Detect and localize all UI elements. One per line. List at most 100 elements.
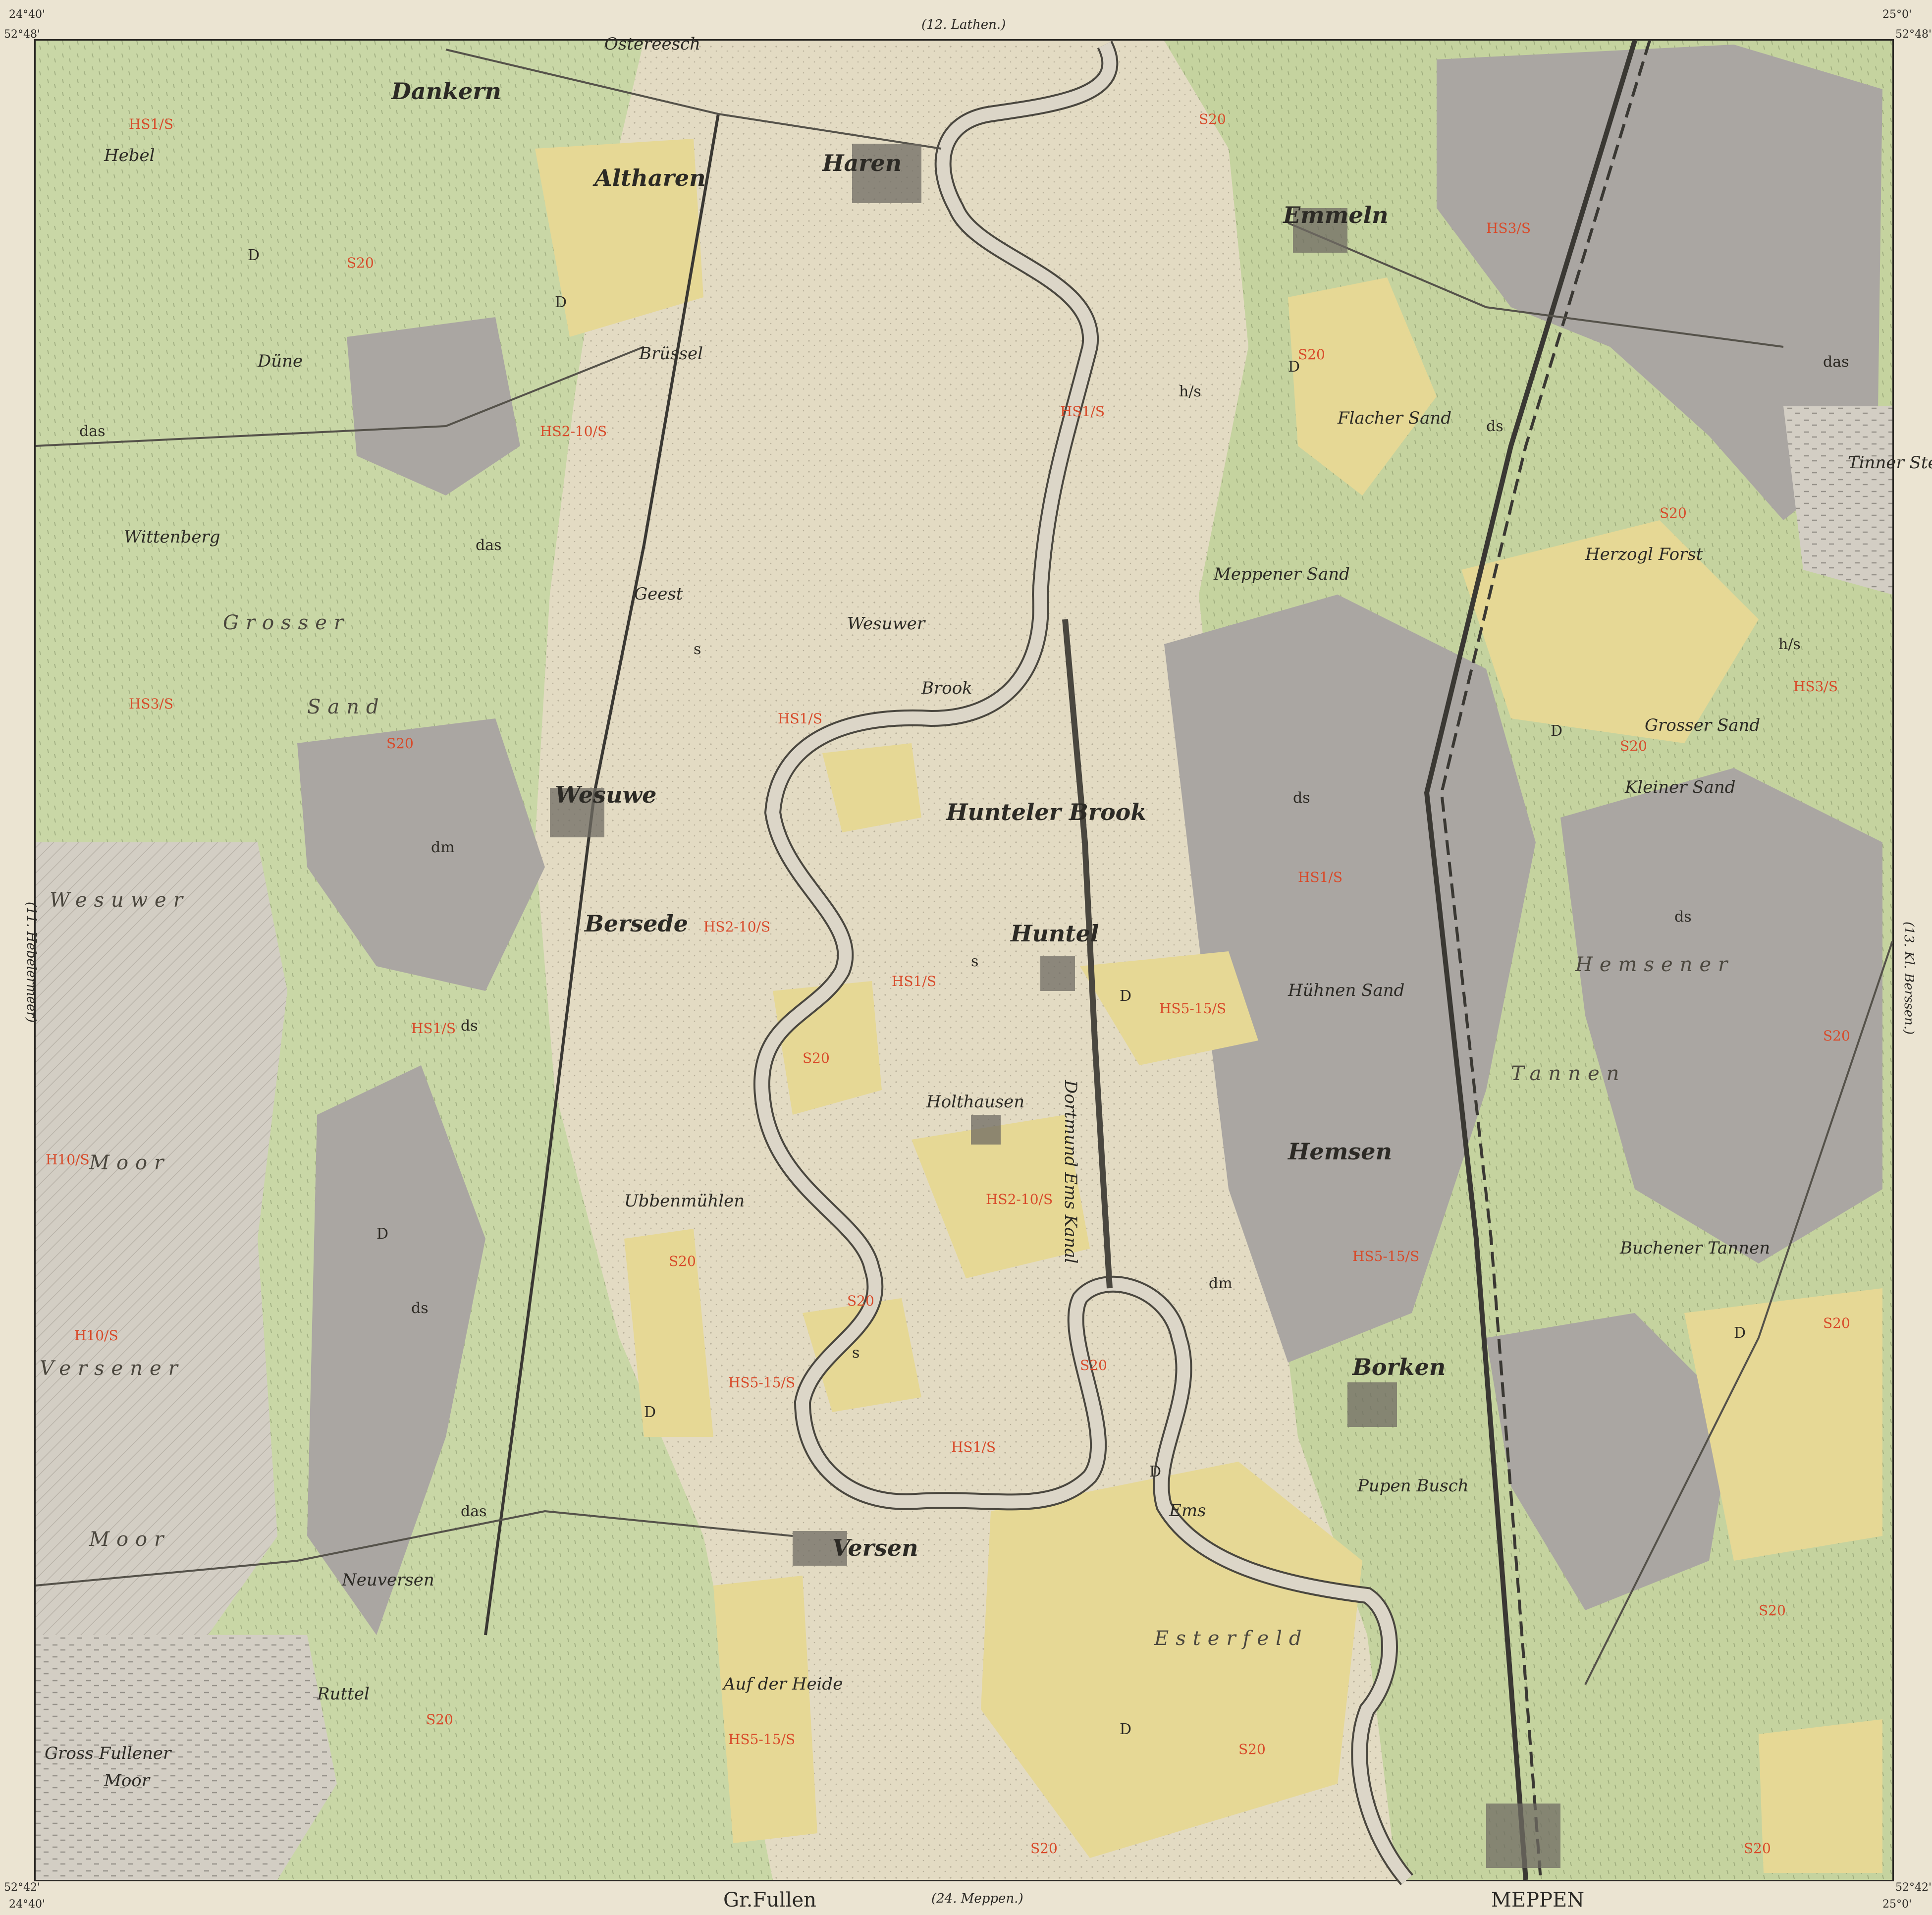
corner-tr-lon: 25°0' xyxy=(1882,8,1912,21)
label-brook: Brook xyxy=(921,678,972,698)
peat-area-se xyxy=(1486,1313,1734,1610)
dune-holthausen xyxy=(912,1115,1090,1278)
geo-red-s20-7: S20 xyxy=(669,1253,696,1269)
dune-brussel xyxy=(535,139,703,337)
geo-red-hs3-2: HS3/S xyxy=(129,696,173,712)
margin-left-neighbor: (11. Hebelermeer) xyxy=(24,902,39,1023)
dune-huehnen-sand xyxy=(1080,951,1258,1065)
label-wittenberg: Wittenberg xyxy=(124,527,220,547)
label-hebel: Hebel xyxy=(104,146,155,165)
dune-loop-2 xyxy=(803,1298,921,1412)
corner-tl-lat: 52°48' xyxy=(4,28,40,41)
corner-tr-lat: 52°48' xyxy=(1895,28,1932,41)
dune-loop-1 xyxy=(822,743,921,832)
railway-main xyxy=(1424,40,1637,1880)
label-wesuwe: Wesuwe xyxy=(555,781,656,808)
geo-code-dm-2: dm xyxy=(431,839,455,856)
label-gross-fullener-moor: Moor xyxy=(104,1771,151,1791)
geo-code-D-1: D xyxy=(248,247,260,264)
geo-code-das-2: das xyxy=(476,537,502,554)
geo-red-h10-2: H10/S xyxy=(74,1327,118,1344)
label-hemsener: Hemsener xyxy=(1575,953,1734,976)
label-wesuwer: Wesuwer xyxy=(847,614,926,634)
corner-tl-lon: 24°40' xyxy=(9,8,45,21)
margin-bottom-left-place: Gr.Fullen xyxy=(723,1889,816,1912)
geo-red-s20-14: S20 xyxy=(1030,1840,1058,1857)
label-flacher-sand: Flacher Sand xyxy=(1337,408,1451,428)
geo-red-hs3-1: HS3/S xyxy=(1793,678,1838,695)
settlement-borken xyxy=(1347,1382,1397,1427)
geo-red-hs5-1: HS5-15/S xyxy=(1159,1000,1226,1017)
geo-code-das-3: das xyxy=(79,423,106,440)
peat-area-sw xyxy=(307,1065,485,1635)
dune-grosser-sand-e xyxy=(1461,520,1759,743)
geo-code-D-3: D xyxy=(1288,358,1300,376)
label-altharen: Altharen xyxy=(592,164,706,191)
geo-code-ds-1: ds xyxy=(461,1017,478,1035)
corner-bl-lon: 24°40' xyxy=(9,1898,45,1911)
geo-red-hs1-5: HS1/S xyxy=(411,1020,456,1037)
label-tannen: Tannen xyxy=(1511,1062,1626,1085)
label-huehnen-sand: Hühnen Sand xyxy=(1288,981,1404,1000)
geo-red-s20-3: S20 xyxy=(1298,346,1325,363)
geo-code-D-7: D xyxy=(1120,1721,1131,1738)
label-bersede: Bersede xyxy=(584,910,688,937)
canal-dortmund-ems xyxy=(1062,619,1113,1289)
label-geest: Geest xyxy=(634,584,683,604)
label-canal: Dortmund Ems Kanal xyxy=(1061,1080,1080,1263)
geo-code-D-9: D xyxy=(376,1225,388,1243)
geo-code-s-2: s xyxy=(971,953,978,970)
label-sand-w: Sand xyxy=(307,696,386,718)
geo-red-hs2-3: HS2-10/S xyxy=(986,1191,1053,1207)
geo-code-das-1: das xyxy=(1823,353,1849,371)
label-herzogl-forst: Herzogl Forst xyxy=(1585,545,1703,564)
geo-code-D-6: D xyxy=(1149,1463,1161,1480)
geo-red-s20-15: S20 xyxy=(426,1711,453,1728)
geo-red-hs1-7: HS1/S xyxy=(951,1439,996,1455)
label-emmeln: Emmeln xyxy=(1282,202,1389,228)
label-hunteler-brook: Hunteler Brook xyxy=(945,799,1146,825)
geo-code-das-4: das xyxy=(461,1503,487,1520)
corner-br-lon: 25°0' xyxy=(1882,1898,1912,1911)
margin-top-neighbor: (12. Lathen.) xyxy=(921,17,1006,32)
dune-versen-s xyxy=(713,1576,817,1843)
geo-red-hs1-1: HS1/S xyxy=(129,116,173,132)
geo-red-hs5-3: HS5-15/S xyxy=(728,1731,795,1748)
label-borken: Borken xyxy=(1351,1354,1446,1380)
settlement-wesuwe xyxy=(550,788,604,837)
label-haren: Haren xyxy=(821,150,902,176)
geo-red-s20-4: S20 xyxy=(1660,505,1687,521)
geo-red-s20-16: S20 xyxy=(386,735,414,752)
label-grosser: Grosser xyxy=(223,611,350,634)
road-1 xyxy=(35,346,644,447)
geo-red-hs2-2: HS2-10/S xyxy=(540,423,607,439)
label-ostereesch: Ostereesch xyxy=(604,34,700,54)
road-2 xyxy=(445,49,942,150)
label-meppener-sand: Meppener Sand xyxy=(1213,564,1350,584)
geo-red-s20-13: S20 xyxy=(1238,1741,1266,1757)
geo-code-ds-4: ds xyxy=(411,1300,429,1317)
label-versener: Versener xyxy=(40,1357,185,1380)
geo-red-s20-11: S20 xyxy=(1823,1315,1850,1331)
peat-area-nw xyxy=(347,317,520,495)
label-gross-fullener: Gross Fullener xyxy=(45,1744,172,1763)
road-4 xyxy=(1584,941,1893,1685)
label-holthausen: Holthausen xyxy=(926,1092,1024,1112)
label-versen: Versen xyxy=(832,1534,918,1561)
label-ems: Ems xyxy=(1169,1501,1206,1521)
settlement-holthausen xyxy=(971,1115,1001,1145)
settlement-versen xyxy=(793,1531,847,1566)
geo-code-D-4: D xyxy=(1551,722,1562,740)
peat-area-ne xyxy=(1437,45,1882,520)
geo-red-s20-17: S20 xyxy=(1744,1840,1771,1857)
label-neuversen: Neuversen xyxy=(341,1570,434,1590)
dune-flacher-sand xyxy=(1288,277,1437,495)
geo-red-s20-12: S20 xyxy=(1759,1602,1786,1619)
settlement-emmeln xyxy=(1293,208,1347,253)
geo-red-s20-2: S20 xyxy=(1199,111,1226,127)
label-grosser-sand-e: Grosser Sand xyxy=(1645,715,1760,735)
label-tinner-stein-meer: Tinner Stein Meer xyxy=(1848,453,1932,473)
label-moor-1: Moor xyxy=(89,1151,170,1174)
margin-bottom-neighbor: (24. Meppen.) xyxy=(931,1891,1023,1906)
